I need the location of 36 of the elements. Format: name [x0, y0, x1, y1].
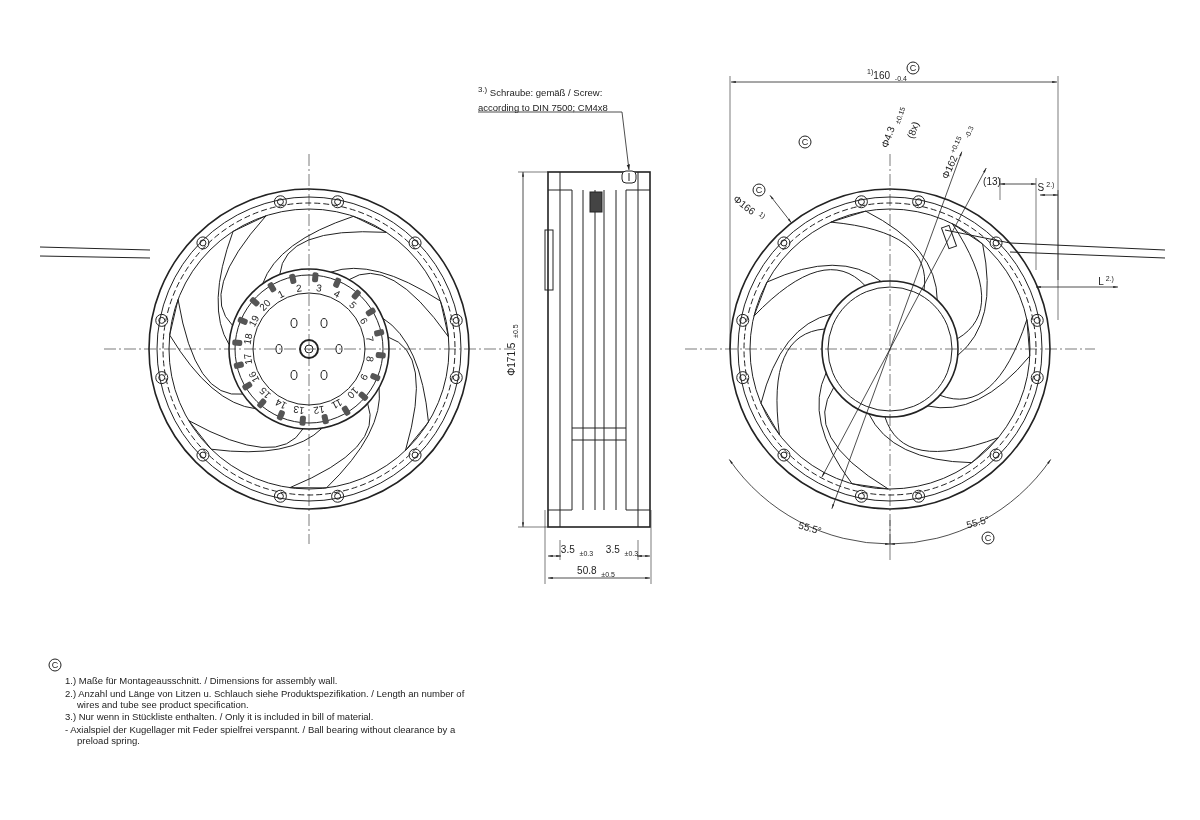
position-number: 16: [246, 369, 262, 385]
position-number: 4: [332, 287, 343, 300]
dimension-label: 55.5°: [965, 513, 991, 531]
position-number: 15: [257, 385, 273, 401]
dimension-label: 3.5 $_{±0.3}$: [560, 544, 594, 558]
position-number: 19: [246, 313, 262, 329]
position-number: 2: [295, 281, 303, 294]
callout-text: $^{3.)}$ Schraube: gemäß / Screw: according to DIN 7500; CM4x8: [478, 84, 628, 116]
position-number: 14: [273, 396, 289, 412]
position-number: 7: [364, 335, 377, 343]
dimension-label: $^{1)}$160 $_{-0.4}$: [866, 68, 907, 84]
dimension-label: 50.8 $_{±0.5}$: [577, 565, 615, 579]
position-number: 17: [241, 352, 255, 366]
note-text: - Axialspiel der Kugellager mit Feder spielfrei verspannt. / Ball bearing without clearance by a preload spring.: [65, 724, 457, 747]
screw-head-drawing: [620, 170, 638, 184]
note-text: 2.) Anzahl und Länge von Litzen u. Schlauch siehe Produktspezifikation. / Length an number of wires and tube see product specification.: [65, 688, 466, 711]
position-number: 12: [312, 403, 326, 417]
position-number: 1: [275, 287, 286, 300]
position-number: 11: [330, 397, 345, 412]
dimension-label: (8x): [904, 120, 922, 140]
dimension-label: 3.5 $_{±0.3}$: [605, 544, 639, 558]
dimension-label: 55.5°: [797, 519, 823, 537]
note-text: 3.) Nur wenn in Stückliste enthalten. / Only it is included in bill of material.: [65, 711, 375, 723]
position-number: 9: [358, 372, 371, 383]
position-number: 5: [346, 299, 359, 311]
position-number: 20: [257, 297, 273, 313]
position-number: 10: [345, 385, 361, 401]
dimension-label: L$^{2.)}$: [1098, 274, 1114, 288]
dimension-label: (13): [983, 175, 1001, 187]
position-number: 18: [241, 332, 255, 346]
position-number: 13: [292, 403, 306, 417]
note-text: 1.) Maße für Montageausschnitt. / Dimensions for assembly wall.: [65, 675, 339, 687]
dimension-label: S$^{2.)}$: [1037, 180, 1055, 194]
position-number: 3: [315, 281, 323, 294]
position-number: 6: [358, 315, 371, 326]
position-number: 8: [364, 355, 377, 363]
